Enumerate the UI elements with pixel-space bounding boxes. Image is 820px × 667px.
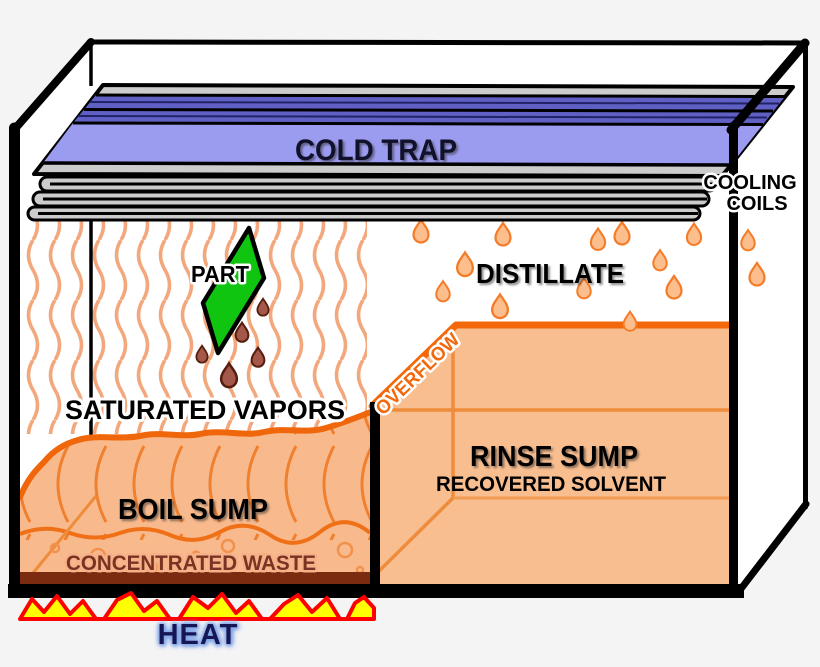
saturated-vapors-label: SATURATED VAPORS (65, 395, 345, 425)
outer-box-edges (9, 38, 810, 597)
rinse-sump-label: RINSE SUMP (470, 441, 638, 473)
cold-trap-label: COLD TRAP (295, 134, 457, 167)
boil-sump-corner-line (22, 495, 98, 585)
part (195, 225, 270, 389)
boil-sump-wave-line (19, 520, 372, 545)
rinse-sump-interior-lines (376, 329, 733, 574)
divider-wall (370, 402, 380, 592)
cooling-coils (26, 175, 718, 222)
part-label: PART (191, 261, 249, 287)
recovered-solvent-label: RECOVERED SOLVENT (436, 473, 666, 496)
boil-sump-label: BOIL SUMP (118, 494, 268, 526)
concentrated-waste-label: CONCENTRATED WASTE (66, 552, 316, 575)
cold-trap (32, 83, 795, 178)
heat-label: HEAT (158, 619, 239, 651)
part-shape (200, 225, 267, 356)
boil-sump-surface-edge (17, 409, 374, 500)
cooling-coils-label-line2: COILS (726, 193, 787, 215)
distillate-label: DISTILLATE (476, 258, 624, 289)
rinse-sump (368, 321, 737, 586)
heat-flames (18, 591, 376, 621)
overflow-edge (368, 321, 737, 410)
rinse-sump-liquid (372, 325, 733, 586)
box-bottom-edge (8, 584, 744, 598)
flame-icon (18, 591, 376, 621)
cooling-coils-label-line1: COOLING (703, 172, 796, 194)
vapor-waves (24, 221, 367, 434)
